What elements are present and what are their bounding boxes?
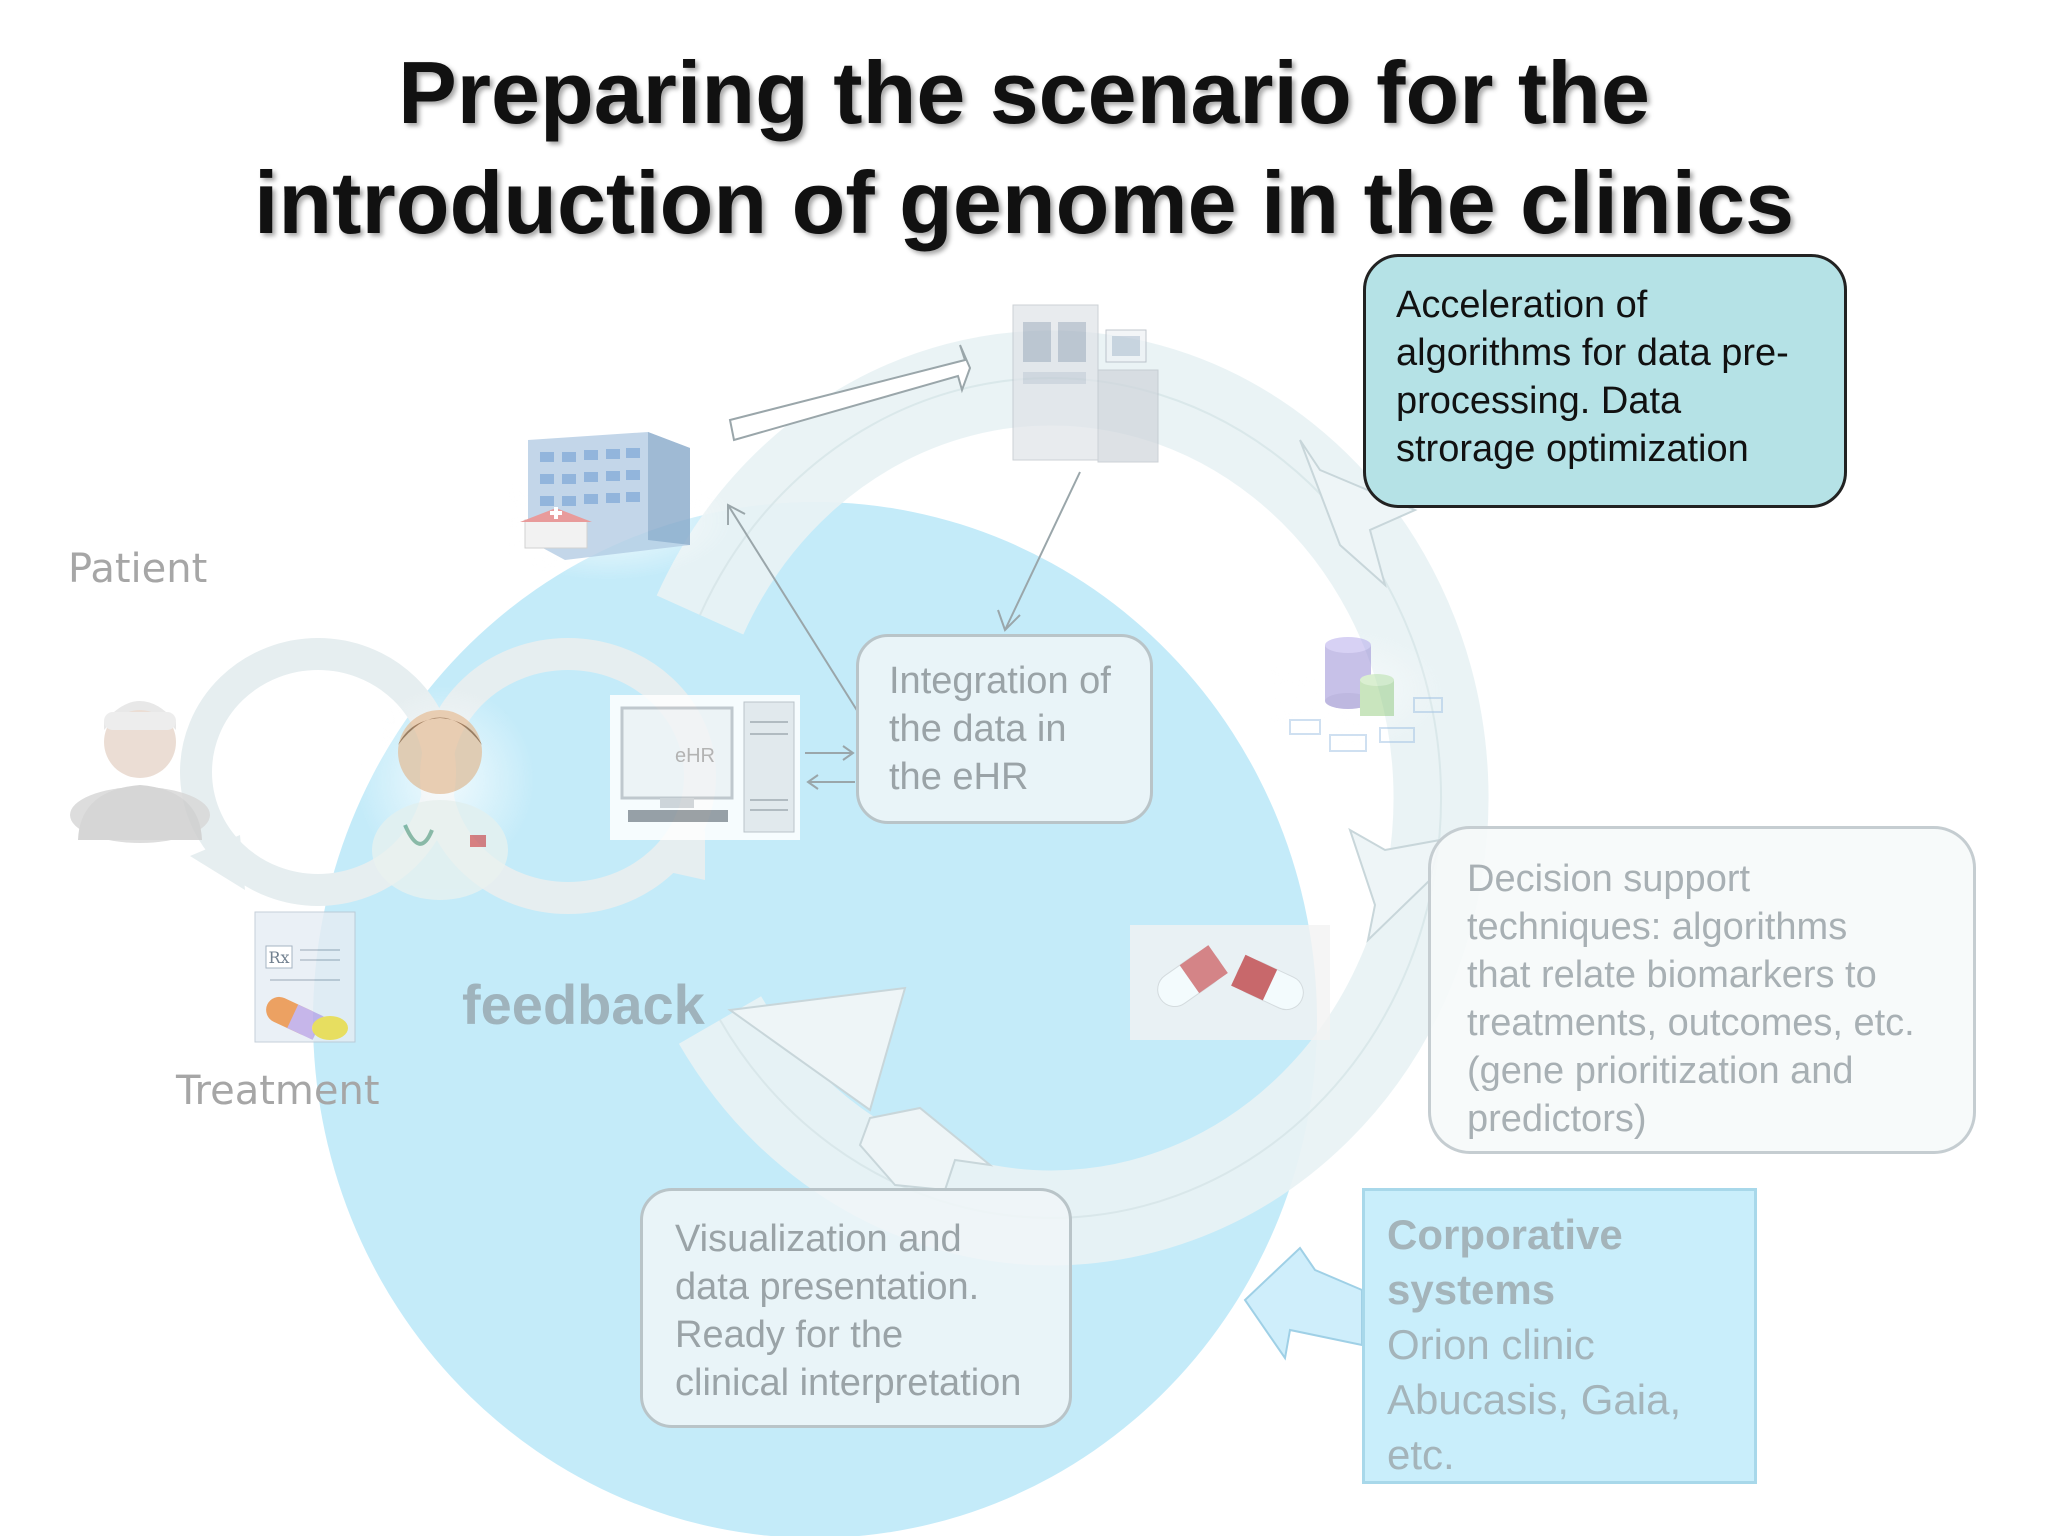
pills-icon — [1130, 925, 1330, 1040]
corporative-arrow — [1243, 1246, 1363, 1361]
hospital-to-sequencer-arrow — [728, 344, 972, 442]
visualization-text: Visualization and — [675, 1218, 962, 1260]
database-icon — [1253, 630, 1443, 752]
corporative-heading: Corporative — [1387, 1211, 1623, 1258]
integration-text: the eHR — [889, 756, 1029, 798]
visualization-arrow — [858, 1106, 994, 1192]
loop-arrowhead-right — [660, 830, 705, 880]
sequencer-to-integration-line — [1004, 471, 1081, 631]
integration-text: the data in — [889, 708, 1067, 750]
acceleration-box: Acceleration of algorithms for data pre-… — [1363, 254, 1847, 508]
corporative-heading: systems — [1387, 1266, 1556, 1313]
decision-support-text: treatments, outcomes, etc. — [1467, 1002, 1915, 1044]
decision-support-text: Decision support — [1467, 858, 1751, 900]
acceleration-text: strorage optimization — [1396, 428, 1749, 470]
ehr-computer-icon — [610, 695, 800, 840]
visualization-text: data presentation. — [675, 1266, 980, 1308]
patient-icon — [70, 701, 210, 843]
acceleration-text: processing. Data — [1396, 380, 1682, 422]
patient-label: Patient — [68, 546, 208, 592]
decision-support-text: predictors) — [1467, 1098, 1647, 1140]
acceleration-arrow — [1299, 439, 1418, 588]
ehr-to-integration-head — [842, 745, 855, 761]
ehr-screen-label: eHR — [675, 745, 715, 767]
decision-support-box: Decision support techniques: algorithms … — [1428, 826, 1976, 1154]
doctor-icon — [355, 685, 535, 900]
feedback-label: feedback — [462, 973, 705, 1036]
corporative-text: Abucasis, Gaia, — [1387, 1376, 1682, 1423]
corporative-text: Orion clinic — [1387, 1321, 1595, 1368]
loop-arrowhead-left — [190, 835, 245, 890]
page-title-line: Preparing the scenario for the — [398, 43, 1650, 142]
cycle-arrowhead-feedback — [727, 986, 907, 1112]
integration-text: Integration of — [889, 660, 1111, 702]
rx-symbol: Rx — [268, 948, 289, 967]
visualization-text: clinical interpretation — [675, 1362, 1022, 1404]
visualization-box: Visualization and data presentation. Rea… — [640, 1188, 1072, 1428]
decision-support-text: techniques: algorithms — [1467, 906, 1848, 948]
acceleration-text: algorithms for data pre- — [1396, 332, 1789, 374]
decision-support-text: that relate biomarkers to — [1467, 954, 1877, 996]
decision-support-text: (gene prioritization and — [1467, 1050, 1854, 1092]
corporative-text: etc. — [1387, 1431, 1455, 1478]
corporative-systems-box: Corporative systems Orion clinic Abucasi… — [1362, 1188, 1757, 1484]
acceleration-text: Acceleration of — [1396, 284, 1648, 326]
integration-to-ehr-head — [806, 774, 819, 790]
visualization-text: Ready for the — [675, 1314, 904, 1356]
page-title: Preparing the scenario for the introduct… — [0, 38, 2048, 258]
genome-sequencer-icon — [1012, 304, 1159, 463]
sequencer-arrowhead — [997, 609, 1021, 632]
integration-box: Integration of the data in the eHR — [856, 634, 1153, 824]
prescription-icon: Rx — [254, 911, 356, 1043]
treatment-label: Treatment — [176, 1068, 380, 1114]
integration-to-hospital-line — [727, 504, 859, 713]
page-title-line: introduction of genome in the clinics — [253, 153, 1795, 252]
hospital-building-icon — [483, 432, 733, 580]
